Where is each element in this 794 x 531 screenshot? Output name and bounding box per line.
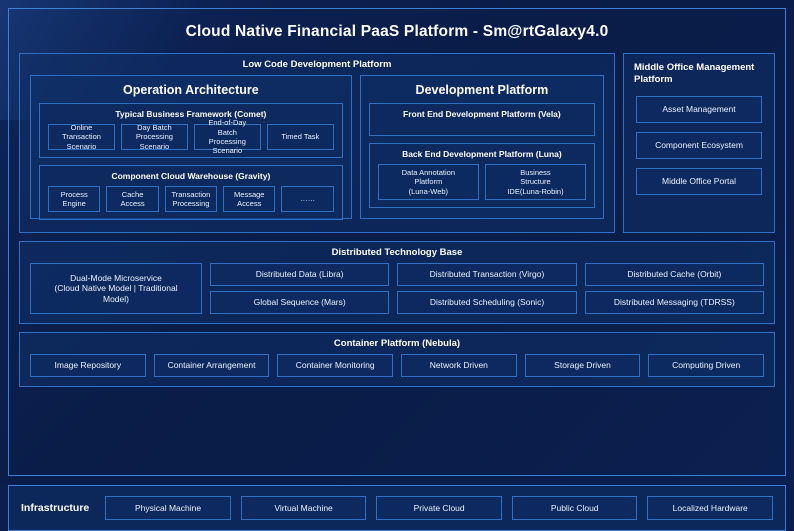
- diagram-content: Low Code Development Platform Operation …: [9, 53, 785, 387]
- chip-process-engine[interactable]: Process Engine: [48, 186, 101, 212]
- chip-network-driven[interactable]: Network Driven: [401, 354, 517, 377]
- typical-business-framework-title: Typical Business Framework (Comet): [115, 109, 267, 119]
- front-end-platform-panel[interactable]: Front End Development Platform (Vela): [368, 103, 595, 136]
- chip-cache-access[interactable]: Cache Access: [106, 186, 159, 212]
- container-platform-panel: Container Platform (Nebula) Image Reposi…: [19, 332, 775, 387]
- chip-virtual-machine[interactable]: Virtual Machine: [240, 496, 367, 520]
- infrastructure-label: Infrastructure: [21, 502, 90, 514]
- chip-timed-task[interactable]: Timed Task: [266, 124, 334, 150]
- page-title: Cloud Native Financial PaaS Platform - S…: [185, 23, 609, 40]
- infrastructure-panel: Infrastructure Physical Machine Virtual …: [8, 485, 786, 531]
- chip-online-transaction-scenario[interactable]: Online Transaction Scenario: [48, 123, 115, 151]
- front-end-platform-title: Front End Development Platform (Vela): [403, 109, 561, 119]
- chip-container-arrangement[interactable]: Container Arrangement: [153, 354, 270, 377]
- chip-message-access[interactable]: Message Access: [223, 186, 276, 212]
- chip-physical-machine[interactable]: Physical Machine: [105, 496, 231, 520]
- chip-distributed-data[interactable]: Distributed Data (Libra): [210, 263, 390, 286]
- typical-business-framework-items: Online Transaction Scenario Day Batch Pr…: [40, 118, 342, 155]
- operation-architecture-panel: Operation Architecture Typical Business …: [30, 75, 352, 220]
- distributed-body: Dual-Mode Microservice (Cloud Native Mod…: [20, 263, 774, 323]
- component-cloud-warehouse-items: Process Engine Cache Access Transaction …: [40, 186, 342, 212]
- chip-asset-management[interactable]: Asset Management: [636, 95, 762, 123]
- chip-container-monitoring[interactable]: Container Monitoring: [277, 354, 394, 377]
- middle-office-title: Middle Office Management Platform: [634, 62, 755, 85]
- outer-frame: Cloud Native Financial PaaS Platform - S…: [8, 8, 786, 476]
- container-items: Image Repository Container Arrangement C…: [20, 354, 774, 386]
- distributed-items: Distributed Data (Libra) Distributed Tra…: [210, 263, 764, 314]
- chip-more-ellipsis[interactable]: ……: [281, 186, 334, 212]
- typical-business-framework-panel: Typical Business Framework (Comet) Onlin…: [39, 103, 343, 158]
- chip-transaction-processing[interactable]: Transaction Processing: [164, 186, 218, 212]
- chip-distributed-scheduling[interactable]: Distributed Scheduling (Sonic): [397, 291, 577, 314]
- chip-private-cloud[interactable]: Private Cloud: [376, 496, 502, 520]
- chip-day-batch-processing-scenario[interactable]: Day Batch Processing Scenario: [120, 123, 188, 151]
- middle-office-panel: Middle Office Management Platform Asset …: [623, 53, 775, 233]
- low-code-title: Low Code Development Platform: [242, 59, 392, 70]
- chip-distributed-transaction[interactable]: Distributed Transaction (Virgo): [397, 263, 577, 286]
- chip-dual-mode-microservice[interactable]: Dual-Mode Microservice (Cloud Native Mod…: [30, 263, 202, 314]
- low-code-panel: Low Code Development Platform Operation …: [19, 53, 615, 233]
- chip-computing-driven[interactable]: Computing Driven: [648, 354, 765, 377]
- development-platform-panel: Development Platform Front End Developme…: [359, 75, 604, 219]
- container-platform-title: Container Platform (Nebula): [333, 338, 461, 349]
- chip-data-annotation-platform[interactable]: Data Annotation Platform (Luna-Web): [377, 164, 479, 200]
- chip-distributed-cache[interactable]: Distributed Cache (Orbit): [584, 263, 764, 286]
- chip-storage-driven[interactable]: Storage Driven: [524, 354, 641, 377]
- chip-middle-office-portal[interactable]: Middle Office Portal: [636, 167, 762, 195]
- row-low-code: Low Code Development Platform Operation …: [19, 53, 775, 233]
- chip-business-structure-ide[interactable]: Business Structure IDE(Luna-Robin): [484, 164, 587, 200]
- chip-localized-hardware[interactable]: Localized Hardware: [647, 496, 773, 520]
- component-cloud-warehouse-title: Component Cloud Warehouse (Gravity): [111, 171, 271, 181]
- chip-end-of-day-batch-processing-scenario[interactable]: End-of-Day Batch Processing Scenario: [193, 118, 261, 155]
- development-platform-title: Development Platform: [415, 83, 549, 97]
- chip-distributed-messaging[interactable]: Distributed Messaging (TDRSS): [584, 291, 764, 314]
- chip-public-cloud[interactable]: Public Cloud: [511, 496, 638, 520]
- back-end-platform-items: Data Annotation Platform (Luna-Web) Busi…: [370, 164, 594, 200]
- low-code-body: Operation Architecture Typical Business …: [20, 75, 614, 227]
- distributed-technology-base-title: Distributed Technology Base: [331, 247, 463, 258]
- distributed-technology-base-panel: Distributed Technology Base Dual-Mode Mi…: [19, 241, 775, 324]
- middle-office-items: Asset Management Component Ecosystem Mid…: [624, 92, 774, 205]
- operation-architecture-title: Operation Architecture: [123, 83, 259, 97]
- back-end-platform-title: Back End Development Platform (Luna): [402, 149, 562, 159]
- chip-component-ecosystem[interactable]: Component Ecosystem: [636, 131, 762, 159]
- component-cloud-warehouse-panel: Component Cloud Warehouse (Gravity) Proc…: [39, 165, 343, 220]
- back-end-platform-panel: Back End Development Platform (Luna) Dat…: [368, 143, 595, 208]
- chip-image-repository[interactable]: Image Repository: [30, 354, 146, 377]
- chip-global-sequence[interactable]: Global Sequence (Mars): [210, 291, 390, 314]
